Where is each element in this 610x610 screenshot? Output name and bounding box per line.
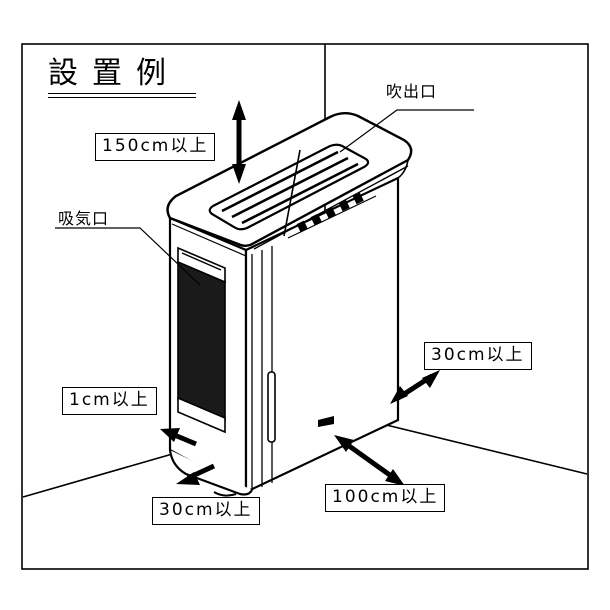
clearance-label-right: 30cm以上 [424,342,532,370]
outlet-louver [231,156,349,219]
clearance-label-top: 150cm以上 [95,133,216,161]
door-handle[interactable] [267,371,276,443]
outlet-louver [241,162,359,225]
arrow-front-100 [334,435,405,486]
control-panel[interactable] [287,192,377,239]
control-button[interactable] [338,199,350,212]
outlet-louver [221,150,339,213]
top-shell-shoulder-left [171,223,247,257]
control-button[interactable] [296,220,308,233]
control-button[interactable] [324,206,336,219]
callout-label-intake: 吸気口 [58,209,110,228]
base-caster [213,491,237,497]
intake-filter-panel [177,258,226,422]
figure-title-block: 設置例 [48,57,208,98]
control-button[interactable] [310,213,322,226]
body-right-face [244,176,400,494]
control-button[interactable] [352,192,364,205]
title-underline [48,93,196,98]
clearance-label-left: 1cm以上 [62,387,157,415]
outlet-louver-divider [283,149,301,237]
body-bottom-edge [168,449,253,496]
callout-label-outlet: 吹出口 [386,82,438,101]
outlet-callout-leader [339,109,474,153]
intake-filter-bottomstrip [177,396,226,434]
arrow-top-150 [232,100,246,184]
arrow-right-30 [390,370,440,404]
side-intake-filter [177,246,226,434]
top-rear-corner [397,159,409,179]
top-outlet-grille [208,143,370,237]
arrow-backleft-30 [176,463,216,485]
intake-callout-leader [55,227,201,286]
clearance-label-front: 100cm以上 [325,484,446,512]
intake-filter-slot [181,252,222,271]
clearance-label-back-left: 30cm以上 [152,497,260,525]
appliance-unit [166,112,413,497]
page-title: 設置例 [48,56,180,91]
floor-reference-tick [318,416,334,427]
arrow-left-1 [160,428,197,447]
